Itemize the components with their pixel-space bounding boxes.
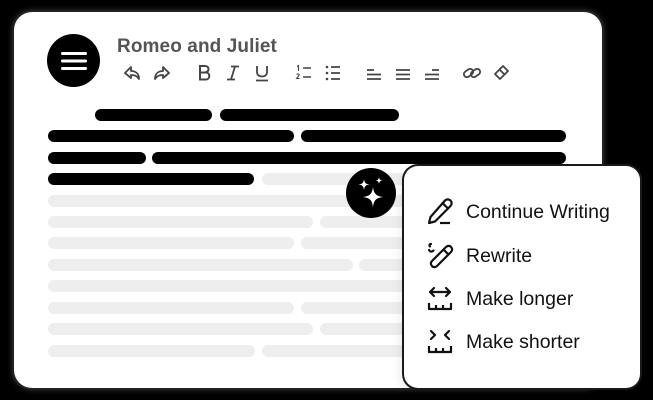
link-button[interactable] xyxy=(461,62,483,84)
bold-button[interactable] xyxy=(193,62,215,84)
text-line xyxy=(48,216,313,228)
selected-text-line[interactable] xyxy=(95,109,212,121)
align-right-button[interactable] xyxy=(421,62,443,84)
selected-text-line[interactable] xyxy=(48,173,254,185)
text-line xyxy=(48,323,313,335)
hamburger-menu-icon xyxy=(60,51,87,70)
ordered-list-icon xyxy=(295,64,311,80)
align-center-button[interactable] xyxy=(392,62,414,84)
menu-item-rewrite[interactable]: Rewrite xyxy=(424,239,634,273)
ordered-list-button[interactable] xyxy=(293,62,315,84)
menu-item-make-shorter[interactable]: Make shorter xyxy=(424,325,634,359)
redo-icon xyxy=(154,66,170,80)
text-line xyxy=(48,302,294,314)
ai-actions-menu: Continue Writing Rewrite Make longer Mak… xyxy=(404,166,640,388)
bullet-list-icon xyxy=(325,65,340,81)
selected-text-line[interactable] xyxy=(152,152,566,164)
text-line xyxy=(48,237,294,249)
clear-format-button[interactable] xyxy=(490,62,512,84)
link-icon xyxy=(462,67,482,79)
eraser-icon xyxy=(494,65,509,80)
align-left-button[interactable] xyxy=(363,62,385,84)
selected-text-line[interactable] xyxy=(301,130,566,142)
selected-text-line[interactable] xyxy=(48,152,146,164)
menu-item-continue-writing[interactable]: Continue Writing xyxy=(424,195,634,229)
undo-button[interactable] xyxy=(121,62,143,84)
italic-button[interactable] xyxy=(222,62,244,84)
ai-assist-button[interactable] xyxy=(346,168,396,218)
pencil-rewrite-icon xyxy=(424,240,456,272)
selected-text-line[interactable] xyxy=(48,130,294,142)
text-line xyxy=(48,259,353,271)
pencil-line-icon xyxy=(424,196,456,228)
sparkles-icon xyxy=(358,177,383,207)
align-left-icon xyxy=(367,69,381,80)
bullet-list-button[interactable] xyxy=(322,62,344,84)
align-center-icon xyxy=(396,69,410,80)
italic-icon xyxy=(227,65,239,81)
bold-icon xyxy=(199,65,211,81)
menu-item-make-longer[interactable]: Make longer xyxy=(424,282,634,316)
expand-horizontal-icon xyxy=(424,283,456,315)
align-right-icon xyxy=(425,69,439,80)
undo-icon xyxy=(124,66,140,80)
text-line xyxy=(48,345,255,357)
menu-button[interactable] xyxy=(47,34,100,87)
document-title: Romeo and Juliet xyxy=(117,36,277,57)
underline-icon xyxy=(256,66,268,82)
selected-text-line[interactable] xyxy=(220,109,399,121)
redo-button[interactable] xyxy=(151,62,173,84)
underline-button[interactable] xyxy=(251,62,273,84)
compress-horizontal-icon xyxy=(424,326,456,358)
